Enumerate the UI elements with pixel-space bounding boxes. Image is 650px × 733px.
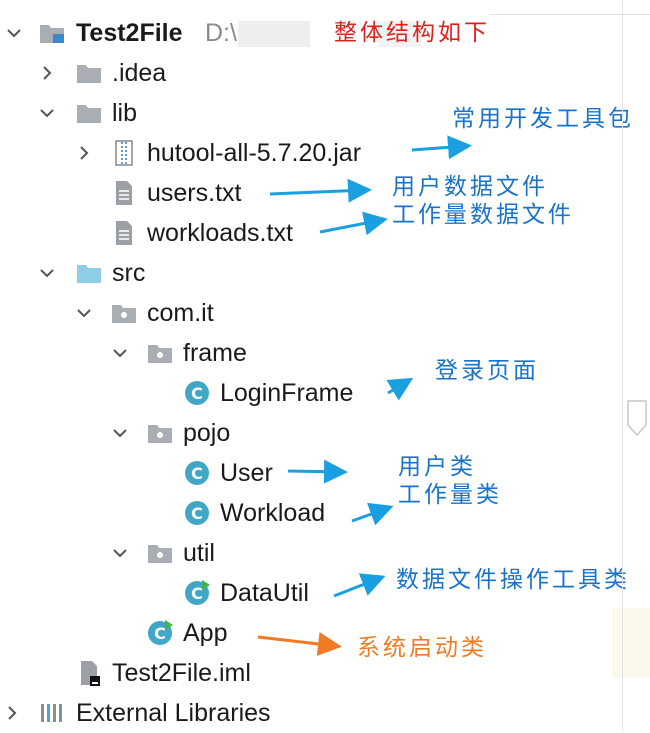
file-label: workloads.txt	[147, 219, 293, 247]
annotation-tools: 常用开发工具包	[452, 106, 634, 132]
svg-text:C: C	[191, 384, 203, 403]
tree-row-workload[interactable]: C Workload	[0, 493, 350, 533]
project-name: Test2File	[76, 19, 183, 47]
tree-row-com-it[interactable]: com.it	[0, 293, 300, 333]
top-edge-bar	[490, 0, 650, 15]
runnable-class-icon: C	[146, 619, 174, 647]
tree-row-frame[interactable]: frame	[0, 333, 300, 373]
chevron-down-icon[interactable]	[75, 304, 93, 322]
tree-row-idea[interactable]: .idea	[0, 53, 300, 93]
annotation-data-tools: 数据文件操作工具类	[396, 567, 630, 593]
text-file-icon	[110, 219, 138, 247]
tree-row-pojo[interactable]: pojo	[0, 413, 300, 453]
package-icon	[146, 419, 174, 447]
module-folder-icon	[38, 19, 66, 47]
tree-row-iml[interactable]: Test2File.iml	[0, 653, 300, 693]
source-folder-icon	[75, 259, 103, 287]
folder-icon	[75, 59, 103, 87]
chevron-down-icon[interactable]	[111, 344, 129, 362]
class-label: DataUtil	[220, 579, 309, 607]
chevron-right-icon[interactable]	[75, 144, 93, 162]
chevron-down-icon[interactable]	[111, 544, 129, 562]
svg-text:C: C	[191, 504, 203, 523]
gutter-highlight	[612, 608, 650, 678]
package-label: com.it	[147, 299, 214, 327]
text-file-icon	[110, 179, 138, 207]
folder-icon	[75, 99, 103, 127]
class-icon: C	[183, 459, 211, 487]
class-icon: C	[183, 499, 211, 527]
package-icon	[146, 339, 174, 367]
chevron-right-icon[interactable]	[3, 704, 21, 722]
chevron-down-icon[interactable]	[111, 424, 129, 442]
annotation-startup: 系统启动类	[357, 635, 487, 661]
package-icon	[146, 539, 174, 567]
tree-row-project-root[interactable]: Test2File D:\ t\s 整体结构如下	[0, 13, 600, 53]
tree-row-users-txt[interactable]: users.txt	[0, 173, 300, 213]
chevron-down-icon[interactable]	[38, 264, 56, 282]
chevron-down-icon[interactable]	[5, 24, 23, 42]
tree-row-lib[interactable]: lib	[0, 93, 300, 133]
scroll-thumb[interactable]	[627, 400, 647, 437]
package-icon	[110, 299, 138, 327]
tree-row-datautil[interactable]: C DataUtil	[0, 573, 330, 613]
annotation-workload-data: 工作量数据文件	[392, 202, 574, 228]
svg-text:C: C	[191, 464, 203, 483]
file-label: users.txt	[147, 179, 242, 207]
class-label: User	[220, 459, 273, 487]
tree-row-workloads-txt[interactable]: workloads.txt	[0, 213, 320, 253]
path-redaction	[238, 21, 310, 47]
folder-label: src	[112, 259, 146, 287]
libraries-icon	[38, 699, 66, 727]
tree-row-src[interactable]: src	[0, 253, 300, 293]
folder-label: lib	[112, 99, 138, 127]
chevron-right-icon[interactable]	[38, 64, 56, 82]
path-redaction	[378, 21, 422, 47]
jar-icon	[110, 139, 138, 167]
tree-row-loginframe[interactable]: C LoginFrame	[0, 373, 380, 413]
annotation-user-class: 用户类	[398, 454, 476, 480]
svg-text:C: C	[154, 624, 166, 643]
tree-row-hutool-jar[interactable]: hutool-all-5.7.20.jar	[0, 133, 420, 173]
tree-row-external-libraries[interactable]: External Libraries	[0, 693, 300, 733]
tree-row-app[interactable]: C App	[0, 613, 260, 653]
file-label: Test2File.iml	[112, 659, 251, 687]
file-label: hutool-all-5.7.20.jar	[147, 139, 362, 167]
runnable-class-icon: C	[183, 579, 211, 607]
tree-row-user[interactable]: C User	[0, 453, 300, 493]
annotation-workload-class: 工作量类	[398, 482, 502, 508]
package-label: frame	[183, 339, 247, 367]
annotation-structure: 整体结构如下	[334, 20, 490, 46]
package-label: pojo	[183, 419, 231, 447]
class-label: App	[183, 619, 228, 647]
class-label: Workload	[220, 499, 326, 527]
chevron-down-icon[interactable]	[38, 104, 56, 122]
tree-row-util[interactable]: util	[0, 533, 300, 573]
iml-file-icon	[75, 659, 103, 687]
package-label: util	[183, 539, 215, 567]
class-label: LoginFrame	[220, 379, 354, 407]
class-icon: C	[183, 379, 211, 407]
annotation-login: 登录页面	[435, 358, 539, 384]
scrollbar[interactable]	[622, 0, 650, 731]
svg-text:C: C	[191, 584, 203, 603]
libraries-label: External Libraries	[76, 699, 271, 727]
annotation-user-data: 用户数据文件	[392, 174, 548, 200]
folder-label: .idea	[112, 59, 167, 87]
